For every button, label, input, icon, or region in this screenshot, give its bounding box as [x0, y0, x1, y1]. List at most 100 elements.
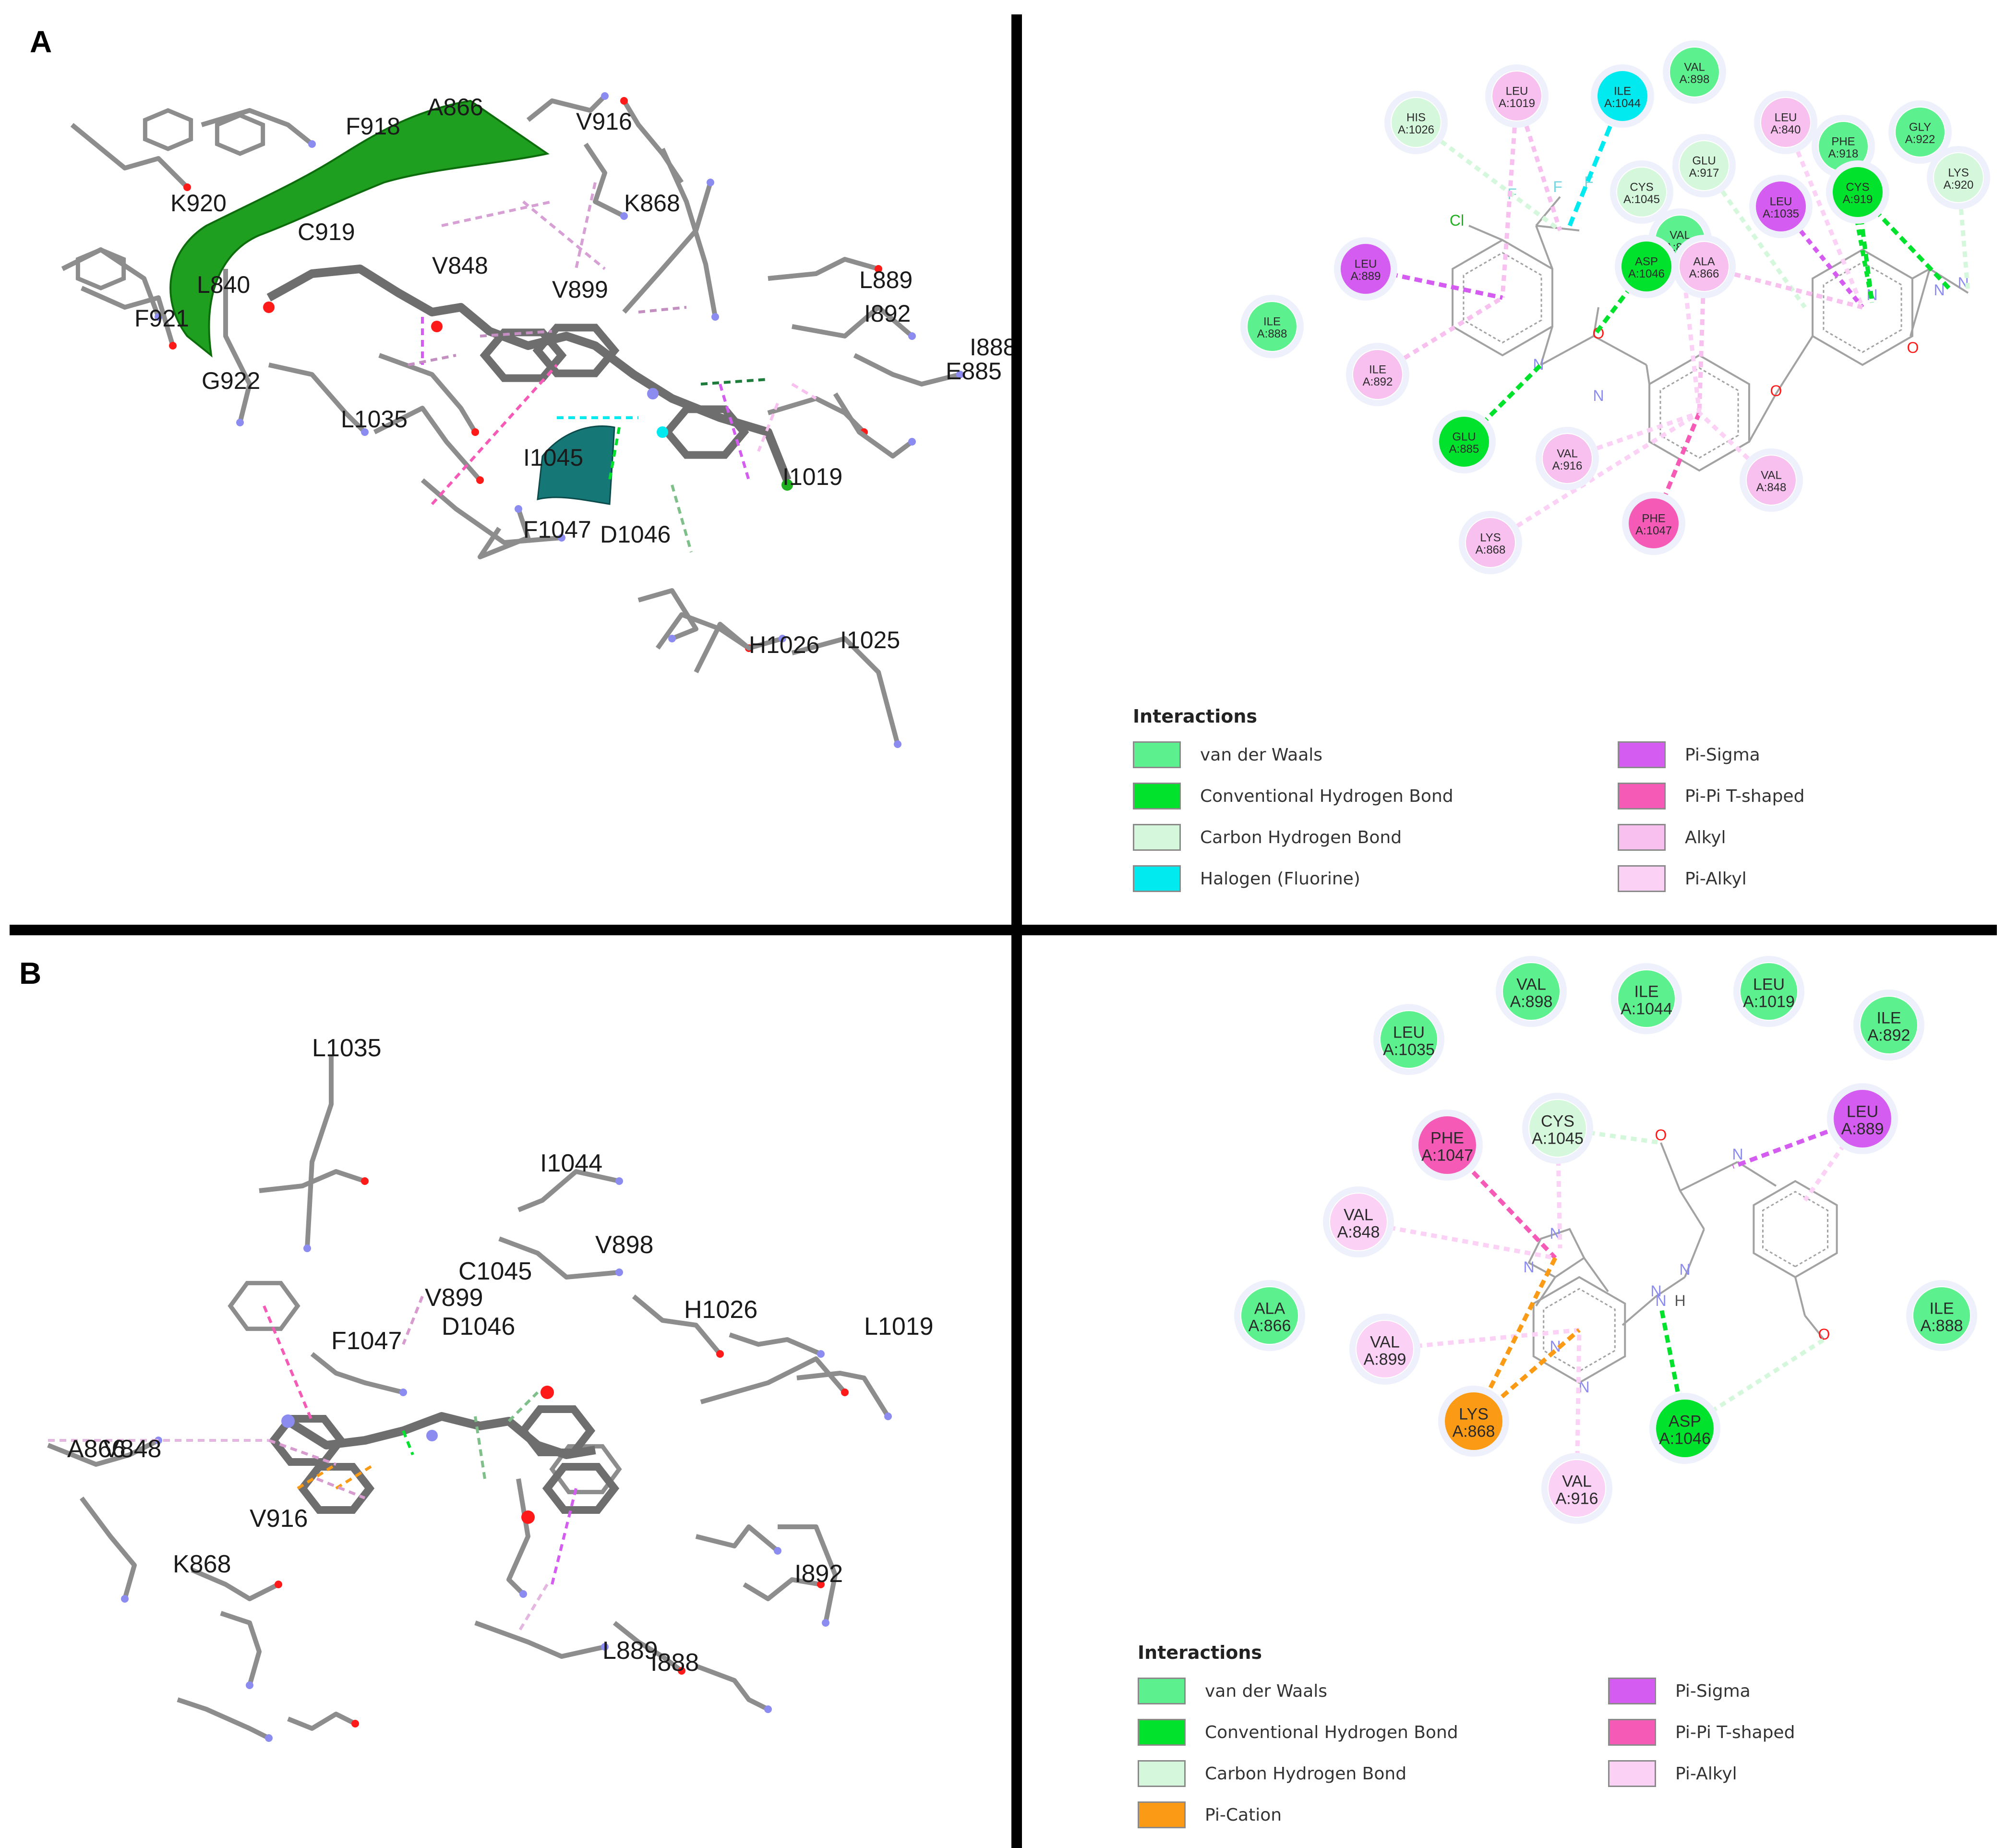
residue-atom [678, 1667, 685, 1675]
residue-label-d1046: D1046 [600, 521, 671, 548]
residue-name: ILE [1929, 1300, 1954, 1318]
residue-circle [1418, 1116, 1476, 1174]
residue-number: A:889 [1351, 270, 1381, 283]
residue-atom [515, 505, 522, 513]
legend-swatch [1133, 865, 1181, 892]
legend-item-pi-sigma: Pi-Sigma [1608, 1678, 1810, 1704]
ligand-oxygen [521, 1510, 535, 1524]
protein-ribbon-green [169, 99, 550, 358]
panel-b-label: B [19, 956, 42, 990]
legend-swatch [1608, 1719, 1656, 1746]
interaction-line-3d [480, 330, 553, 338]
residue-name: ILE [1634, 983, 1658, 1001]
residue-atom [668, 635, 676, 642]
residue-circle [1669, 47, 1720, 97]
legend-label: Conventional Hydrogen Bond [1200, 786, 1453, 806]
residue-circle [1746, 455, 1797, 506]
ligand-ring [542, 1462, 620, 1514]
ligand-atom-n: N [1655, 1292, 1666, 1309]
legend-title: Interactions [1133, 706, 1258, 727]
residue-number: A:1044 [1621, 1000, 1672, 1018]
residue-label-v848: V848 [432, 252, 488, 279]
residue-atom [908, 332, 916, 340]
residue-number: A:899 [1364, 1350, 1406, 1368]
legend-label: Pi-Sigma [1675, 1681, 1751, 1701]
residue-number: A:1045 [1532, 1129, 1584, 1147]
residue-circle [1391, 97, 1441, 148]
residue-circle [1445, 1392, 1502, 1450]
residue-atom [236, 419, 244, 426]
legend-label: Carbon Hydrogen Bond [1200, 827, 1402, 847]
residue-number: A:1019 [1499, 97, 1535, 110]
residue-circle [1679, 241, 1730, 292]
legend-label: Pi-Pi T-shaped [1675, 1722, 1795, 1742]
legend-item-pi-sigma: Pi-Sigma [1618, 741, 1819, 768]
residue-stick [637, 588, 698, 641]
legend-swatch [1608, 1760, 1656, 1787]
residue-number: A:888 [1921, 1317, 1963, 1335]
ligand-bond [1540, 335, 1594, 366]
residue-name: VAL [1761, 469, 1782, 482]
interaction-line-3d [263, 1305, 313, 1422]
residue-name: LEU [1775, 111, 1797, 124]
ligand-atom-cl: Cl [1450, 212, 1464, 229]
interaction-line [1678, 240, 1702, 413]
residue-name: ASP [1635, 255, 1658, 268]
interaction-line [1500, 96, 1519, 298]
legend-item-pipi-t: Pi-Pi T-shaped [1608, 1719, 1810, 1746]
residue-name: ILE [1263, 315, 1281, 328]
panel-a-interaction-map: ClFFFNNONNONOHISA:1026LEUA:1019ILEA:1044… [1240, 40, 1990, 574]
residue-stick [191, 1568, 280, 1601]
residue-label-f1047: F1047 [523, 516, 591, 543]
interaction-line-3d [700, 378, 769, 386]
interaction-line-3d [316, 1477, 366, 1499]
residue-atom [303, 1244, 311, 1252]
residue-circle [1740, 962, 1798, 1021]
residue-atom [615, 1177, 623, 1185]
residue-number: A:888 [1257, 327, 1287, 340]
residue-circle [1622, 242, 1671, 291]
ligand-bond [1679, 1190, 1705, 1230]
interaction-line [1956, 177, 1970, 293]
residue-stick [694, 622, 783, 674]
residue-atom [155, 313, 162, 321]
residue-label-v899: V899 [552, 276, 608, 303]
residue-stick [70, 123, 189, 189]
aromatic-ring-inner [1463, 252, 1542, 344]
residue-name: LEU [1847, 1103, 1878, 1121]
residue-label-i1025: I1025 [840, 627, 900, 653]
legend-item-conv-hbond: Conventional Hydrogen Bond [1133, 783, 1618, 809]
residue-label-i888: I888 [650, 1649, 699, 1677]
residue-name: LYS [1948, 167, 1969, 180]
interaction-line [1365, 266, 1503, 300]
residue-atom [351, 1720, 359, 1727]
interaction-line-3d [474, 1416, 486, 1479]
residue-name: VAL [1684, 61, 1705, 74]
interaction-line-3d [297, 1463, 337, 1490]
residue-atom [308, 140, 316, 148]
residue-label-i1045: I1045 [523, 444, 583, 471]
residue-name: GLU [1452, 431, 1476, 444]
residue-atom [774, 1547, 781, 1555]
residue-number: A:885 [1449, 443, 1479, 456]
residue-atom [246, 1681, 253, 1689]
ligand-atom-h: H [1674, 1292, 1685, 1309]
phenyl-ring [549, 1444, 622, 1495]
aromatic-ring-inner [1659, 367, 1739, 459]
residue-name: VAL [1670, 229, 1691, 242]
residue-atom [361, 1177, 369, 1185]
interaction-line [1472, 1328, 1581, 1423]
residue-name: VAL [1370, 1333, 1400, 1352]
legend-swatch [1138, 1678, 1186, 1704]
residue-number: A:1046 [1628, 267, 1665, 280]
interaction-line-3d [408, 354, 456, 366]
